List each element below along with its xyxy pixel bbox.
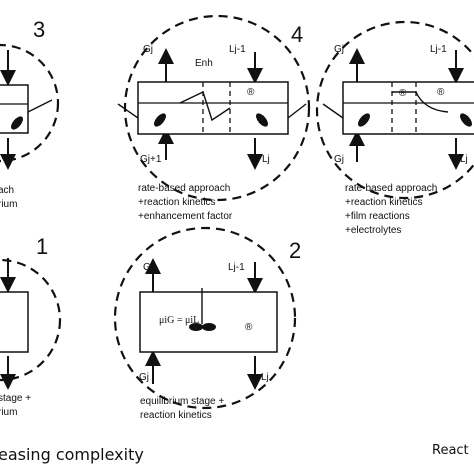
panel-1-stage-box xyxy=(0,291,29,353)
panel-5-concentration-profile xyxy=(392,91,449,113)
panel-5-reaction-symbol-bulk: ® xyxy=(437,87,445,98)
panel-1-caption-line-2: rium xyxy=(0,407,17,418)
panel-4-left-connector xyxy=(117,103,139,119)
panel-5-label-lj1-top: Lj-1 xyxy=(430,44,447,55)
panel-1: 1 stage + rium xyxy=(0,234,62,418)
panel-3-side-connector xyxy=(27,99,53,113)
panel-2-equilibrium-equation: μiG = μiL xyxy=(159,315,199,326)
panel-5-stage-box xyxy=(342,81,474,135)
panel-5-caption-line-1: rate-based approach xyxy=(345,183,437,194)
panel-5-left-connector xyxy=(322,103,344,119)
panel-3-number: 3 xyxy=(33,17,45,42)
panel-5-label-gj-bottom: Gj xyxy=(334,154,344,165)
panel-5-dashed-boundary xyxy=(315,20,474,200)
panel-3: 3 ach rium xyxy=(0,17,60,210)
panel-4-label-lj-bottom: Lj xyxy=(262,154,270,165)
panel-3-stirrer-blade xyxy=(11,116,23,130)
panel-4-label-gj1-bottom: Gj+1 xyxy=(140,154,162,165)
panel-5-label-lj-bottom: Lj xyxy=(460,154,468,165)
panel-3-caption-line-1: ach xyxy=(0,185,14,196)
panel-2-reaction-symbol: ® xyxy=(245,322,253,333)
panel-4-stirrer-left xyxy=(154,113,166,127)
panel-4-caption-line-1: rate-based approach xyxy=(138,183,230,194)
panel-2-label-lj-bottom: Lj xyxy=(261,372,269,383)
panel-2-stirrer-blade-left xyxy=(189,323,203,331)
panel-4-number: 4 xyxy=(291,22,303,47)
panel-4-dashed-boundary xyxy=(123,14,311,202)
panel-4-caption-line-2: +reaction kinetics xyxy=(138,197,216,208)
panel-4-stirrer-right xyxy=(256,113,268,127)
panel-4-concentration-profile xyxy=(179,91,231,122)
panel-4: 4 Gj Lj-1 Gj+1 Lj Enh ® rate-based appro… xyxy=(117,14,311,222)
panel-2-stage-box xyxy=(139,291,278,353)
panel-2-stirrer-blade-right xyxy=(202,323,216,331)
panel-4-right-connector xyxy=(287,103,307,119)
panel-5-reaction-symbol-film: ® xyxy=(399,88,407,99)
panel-2-label-gj-bottom: Gj xyxy=(139,372,149,383)
panel-1-dashed-boundary xyxy=(0,258,62,382)
panel-2-caption-line-2: reaction kinetics xyxy=(140,410,212,421)
panel-3-caption-line-2: rium xyxy=(0,199,17,210)
reaction-axis-label: React xyxy=(432,443,469,458)
bottom-strip: easing complexity React xyxy=(0,443,469,464)
panel-5-caption-line-2: +reaction kinetics xyxy=(345,197,423,208)
panel-2-label-lj1-top: Lj-1 xyxy=(228,262,245,273)
panel-4-enh-label: Enh xyxy=(195,58,213,69)
panel-1-caption-line-1: stage + xyxy=(0,393,31,404)
panel-5-caption-line-4: +electrolytes xyxy=(345,225,401,236)
panel-2-caption-line-1: equilibrium stage + xyxy=(140,396,224,407)
panel-2-dashed-boundary xyxy=(113,226,297,410)
panel-4-caption-line-3: +enhancement factor xyxy=(138,211,233,222)
panel-4-label-lj1-top: Lj-1 xyxy=(229,44,246,55)
panel-4-reaction-symbol: ® xyxy=(247,87,255,98)
panel-5-label-gj-top: Gj xyxy=(334,44,344,55)
panel-1-number: 1 xyxy=(36,234,48,259)
increasing-complexity-label: easing complexity xyxy=(0,445,144,464)
panel-3-dashed-boundary xyxy=(0,43,60,163)
panel-2-label-gj-top: Gj xyxy=(143,262,153,273)
panel-4-label-gj-top: Gj xyxy=(143,44,153,55)
panel-5: Gj Lj-1 Gj Lj ® ® rate-based approach +r… xyxy=(315,20,474,236)
panel-2-number: 2 xyxy=(289,238,301,263)
panel-5-stirrer-left xyxy=(358,113,370,127)
panel-2: 2 Gj Lj-1 Gj Lj μiG = μiL ® equilibrium … xyxy=(113,226,301,421)
panel-5-stirrer-right xyxy=(460,113,472,127)
panel-5-caption-line-3: +film reactions xyxy=(345,211,410,222)
